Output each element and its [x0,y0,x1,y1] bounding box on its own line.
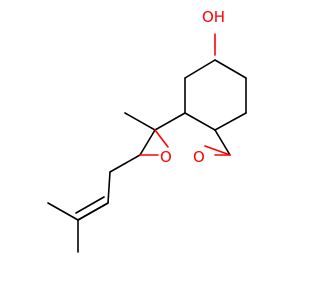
bonds [47,59,247,253]
atom-label-oxygen: O [160,148,172,166]
bond [124,112,156,131]
bond [214,59,247,79]
oxygen-bonds [139,33,231,156]
bond [75,196,105,214]
bond [184,112,216,131]
structure-canvas: OH O O [47,8,247,253]
bond [47,202,79,221]
bond [109,154,141,173]
molecule-structure: OH O O [47,8,247,253]
bond [204,145,231,156]
atom-label-oh: OH [202,8,225,26]
bond [107,171,111,204]
bond [214,112,247,131]
bond [77,202,109,221]
bond [184,59,216,79]
bond [154,112,186,131]
bond [139,129,156,156]
bond [154,129,169,148]
atom-label-oxygen: O [193,148,205,166]
bond [214,129,231,156]
